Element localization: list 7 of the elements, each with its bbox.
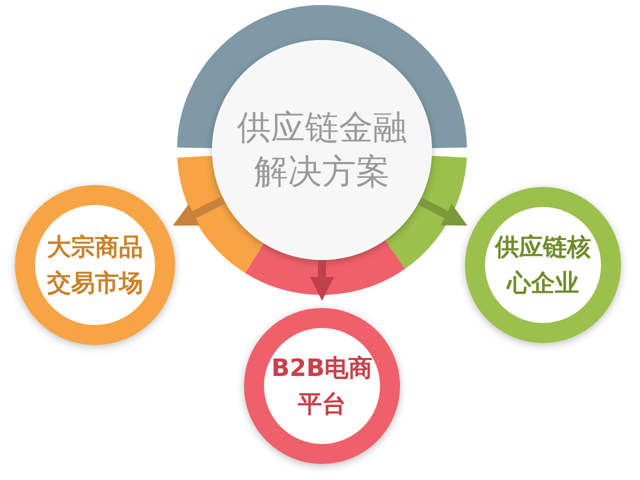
node-label: 供应链金融解决方案 [236,107,408,194]
node-label: 大宗商品交易市场 [46,232,144,299]
node-label: B2B电商平台 [270,353,374,420]
arrow [172,196,226,226]
arrow [310,260,334,301]
node-label: 供应链核心企业 [494,232,592,299]
arrow [418,197,468,226]
